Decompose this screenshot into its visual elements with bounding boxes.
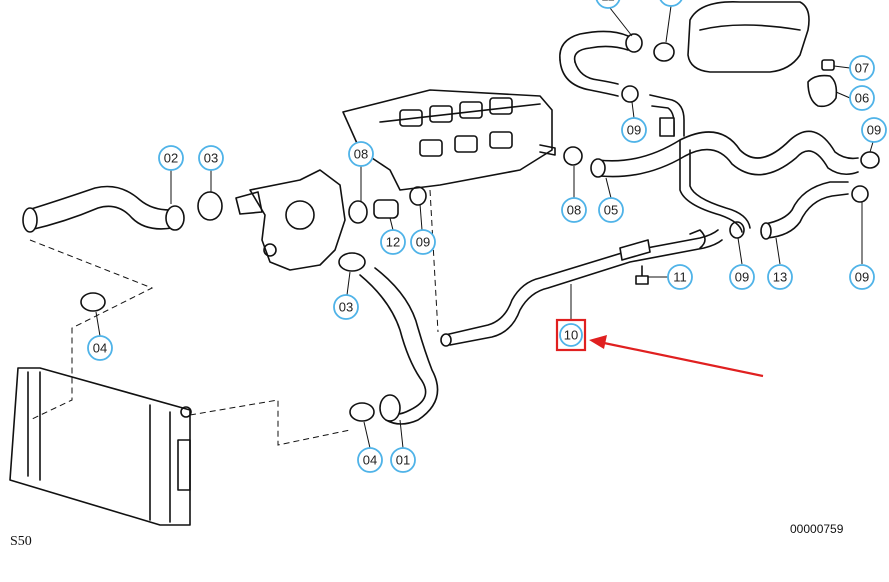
water-pump [235,169,346,271]
callout-02[interactable]: 02 [158,145,184,171]
callout-12[interactable]: 12 [380,229,406,255]
svg-text:08: 08 [354,147,368,162]
svg-text:08: 08 [664,0,678,2]
clamp-03-upper [197,191,223,221]
highlight-arrow [589,335,764,378]
callout-07[interactable]: 07 [849,55,875,81]
callout-09-mid[interactable]: 09 [729,264,755,290]
callout-09-left[interactable]: 09 [410,229,436,255]
clamp-04-lower [349,402,375,422]
clamp-09-right-lower [851,185,869,203]
svg-text:05: 05 [604,203,618,218]
hose-01 [359,267,439,425]
callout-10-selected[interactable]: 10 [555,318,587,352]
drawing-number: 00000759 [790,522,844,536]
svg-text:11: 11 [601,0,615,4]
svg-text:12: 12 [386,235,400,250]
svg-text:09: 09 [867,123,881,138]
pipe-12 [373,199,399,219]
engine-block [342,89,556,191]
clamp-09-top [621,85,639,103]
clamp-top [653,42,675,62]
clamp-09-mid [729,221,745,239]
callout-08-right[interactable]: 08 [561,197,587,223]
cap-06-07 [807,59,838,108]
callout-09-right-lower[interactable]: 09 [849,264,875,290]
svg-text:09: 09 [855,270,869,285]
radiator [9,367,192,526]
svg-text:02: 02 [164,151,178,166]
expansion-tank [687,1,810,73]
pipe-10 [440,229,723,347]
svg-text:03: 03 [204,151,218,166]
svg-text:09: 09 [416,235,430,250]
hose-02 [22,185,185,233]
hose-13 [760,181,849,240]
svg-text:06: 06 [855,91,869,106]
callout-04-lower[interactable]: 04 [357,447,383,473]
model-label: S50 [10,534,32,549]
clamp-09-right-upper [860,151,880,169]
callout-11-top[interactable]: 11 [595,0,621,9]
callout-03-lower[interactable]: 03 [333,294,359,320]
leader-lines [95,5,874,449]
svg-text:01: 01 [396,453,410,468]
callout-06[interactable]: 06 [849,85,875,111]
callout-11[interactable]: 11 [667,264,693,290]
callout-08-top[interactable]: 08 [659,0,683,7]
bracket [659,117,675,137]
svg-text:03: 03 [339,300,353,315]
assembly-lines [29,189,439,446]
callout-04-left[interactable]: 04 [87,335,113,361]
svg-text:07: 07 [855,61,869,76]
hose-top [559,30,685,137]
callout-05[interactable]: 05 [598,197,624,223]
clamp-04-upper [80,292,106,312]
clamp-09-left [409,186,427,206]
clamp-08-left [348,200,368,224]
svg-text:09: 09 [627,123,641,138]
hose-05 [590,130,859,233]
callout-03-upper[interactable]: 03 [198,145,224,171]
clamp-03-lower [338,252,366,272]
svg-text:04: 04 [363,453,377,468]
callout-01[interactable]: 01 [390,447,416,473]
svg-text:13: 13 [773,270,787,285]
svg-text:08: 08 [567,203,581,218]
callout-13[interactable]: 13 [767,264,793,290]
svg-text:04: 04 [93,341,107,356]
callouts: 02 03 08 12 09 03 04 04 01 08 05 09 09 1… [87,0,887,473]
callout-09-top[interactable]: 09 [621,117,647,143]
clamp-08-right [563,146,583,166]
svg-text:10: 10 [564,328,578,343]
svg-text:09: 09 [735,270,749,285]
bolt-11 [635,265,649,285]
callout-08-left[interactable]: 08 [348,141,374,167]
callout-09-right-upper[interactable]: 09 [861,117,887,143]
svg-text:11: 11 [673,270,687,285]
